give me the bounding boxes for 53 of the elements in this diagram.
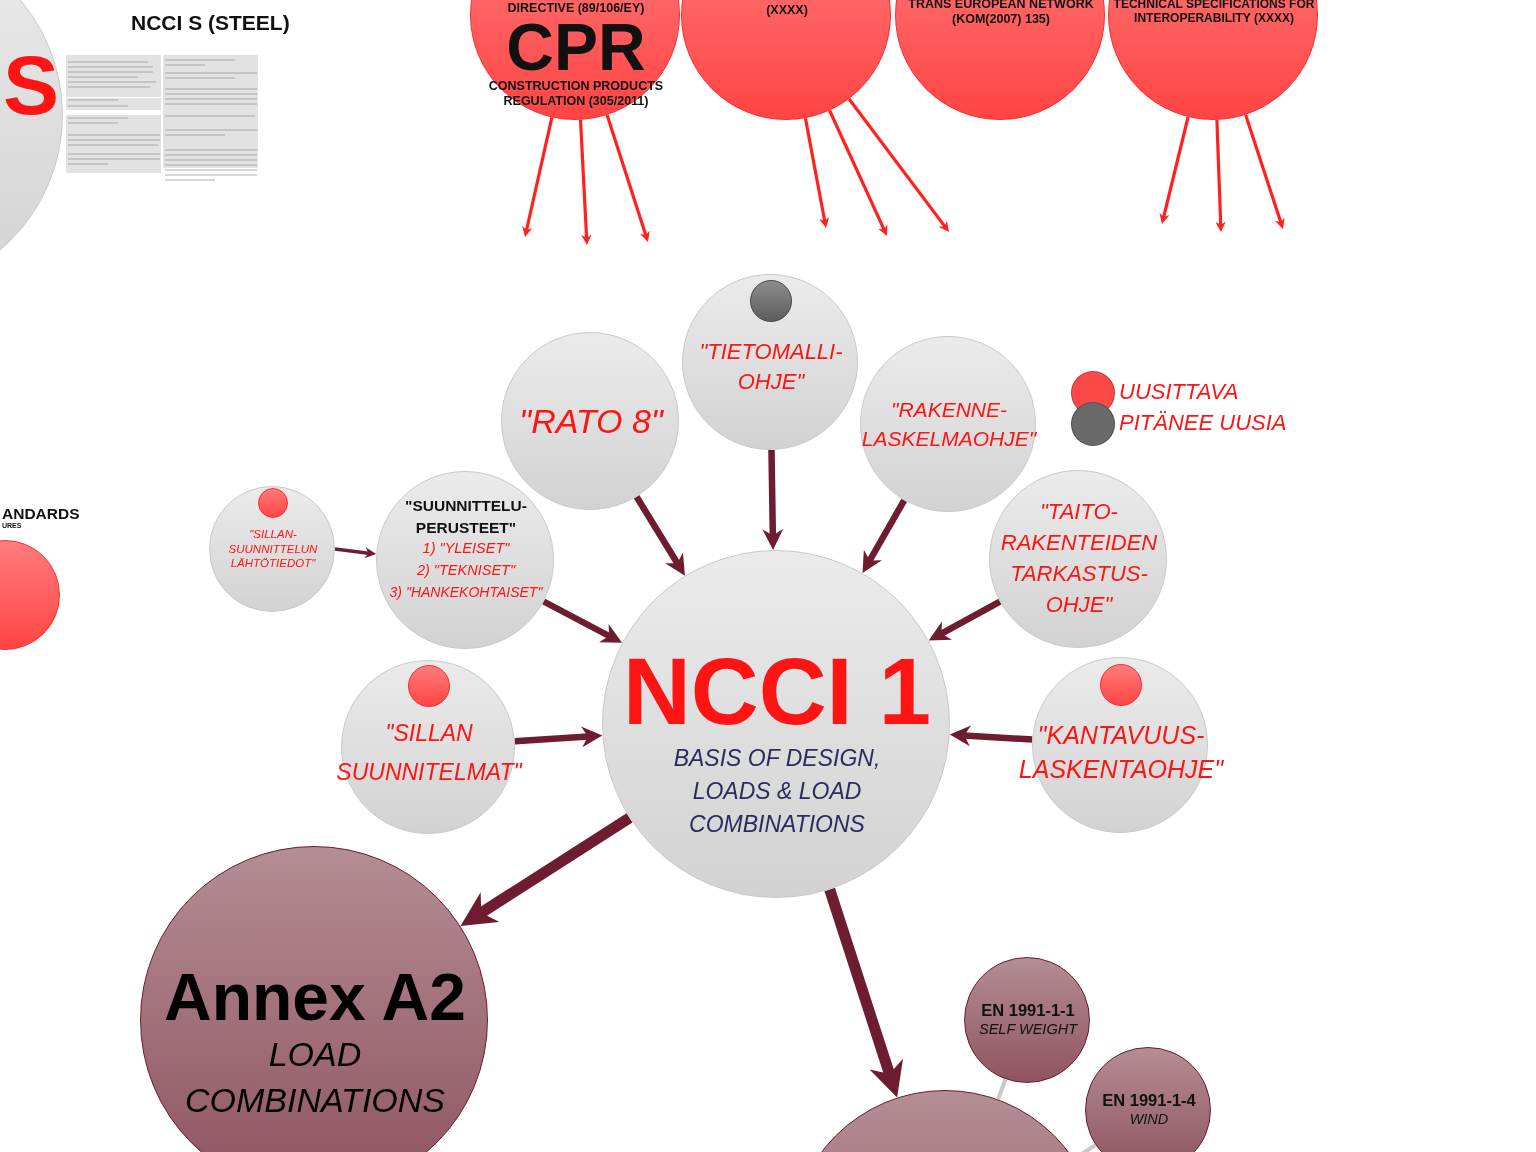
acronym-heading: CPR [506, 16, 646, 79]
arrow [949, 725, 1033, 747]
node-text: SELF WEIGHT [979, 1021, 1077, 1039]
node-title: "KANTAVUUS-LASKENTAOHJE" [1018, 720, 1224, 785]
node-title: "TAITO-RAKENTEIDEN TARKASTUS-OHJE" [1000, 498, 1158, 619]
node-heading: "SUUNNITTELU-PERUSTEET" [404, 496, 528, 538]
heading: ANDARDS [2, 505, 81, 523]
node-title: "TIETOMALLI-OHJE" [698, 338, 844, 396]
arrow [605, 114, 650, 242]
letter-heading: S [3, 43, 60, 127]
arrow [542, 598, 623, 643]
node-title: "SILLAN-SUUNNITTELUN LÄHTÖTIEDOT" [227, 526, 319, 572]
arrow [514, 726, 603, 748]
node-title: "RATO 8" [519, 400, 663, 442]
heading: NCCI S (STEEL) [131, 10, 291, 36]
status-dot [1100, 664, 1142, 706]
connector-line [996, 1078, 1008, 1101]
legend-label: PITÄNEE UUSIA [1119, 410, 1287, 437]
node-title: "SILLAN SUUNNITELMAT" [336, 719, 522, 788]
node-heading: NCCI 1 [622, 643, 932, 742]
arrow [862, 498, 908, 573]
arrow [762, 449, 784, 550]
node-heading: EN 1991-1-1 [981, 1001, 1075, 1022]
arrow [828, 109, 888, 236]
node-text: BASIS OF DESIGN, LOADS & LOAD COMBINATIONS [672, 743, 882, 840]
legend-label: UUSITTAVA [1119, 379, 1239, 406]
arrow [824, 887, 903, 1098]
node-text: LOAD COMBINATIONS [183, 1034, 446, 1122]
node-text: TECHNICAL SPECIFICATIONS FOR INTEROPERABILITY (XXXX) [1112, 0, 1316, 26]
arrow [1244, 114, 1285, 229]
status-dot [750, 280, 792, 322]
arrow [928, 598, 1002, 641]
list-item: 2) "TEKNISET" [416, 561, 516, 581]
node-text: TRANS EUROPEAN NETWORK (KOM(2007) 135) [907, 0, 1095, 27]
arrow [803, 117, 830, 229]
list-item: 3) "HANKEKOHTAISET" [389, 582, 543, 602]
status-dot [408, 665, 450, 707]
node-title: "RAKENNE-LASKELMAOHJE" [861, 396, 1037, 452]
list-item: 1) "YLEISET" [422, 539, 510, 559]
arrow [1159, 116, 1190, 224]
status-dot [258, 488, 288, 518]
node-text: (XXXX) [766, 3, 808, 18]
arrow [522, 117, 554, 237]
node-heading: Annex A2 [164, 963, 466, 1033]
arrow [334, 547, 377, 559]
arrow [460, 813, 633, 927]
node-text: WIND [1129, 1111, 1169, 1129]
arrow [578, 119, 592, 245]
node-heading: DIRECTIVE (89/106/EY) [507, 1, 645, 16]
node-heading: EN 1991-1-4 [1102, 1091, 1196, 1112]
arrow [1215, 119, 1226, 232]
arrow [633, 495, 685, 576]
arrow [847, 98, 949, 232]
